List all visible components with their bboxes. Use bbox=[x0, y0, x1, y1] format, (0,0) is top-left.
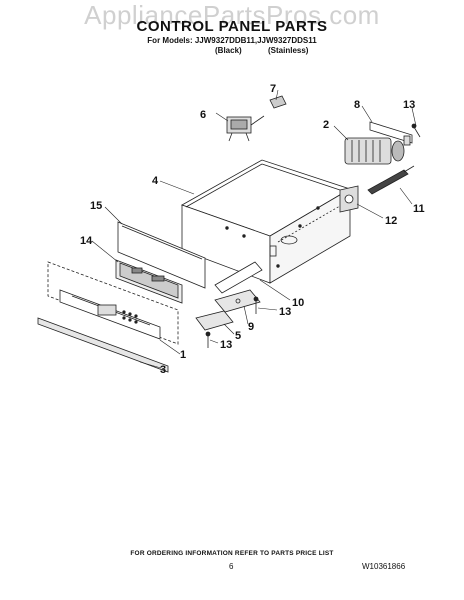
callout-11: 11 bbox=[413, 203, 425, 215]
callout-13-top: 13 bbox=[403, 99, 415, 111]
callout-8: 8 bbox=[354, 99, 360, 111]
callout-2: 2 bbox=[323, 119, 329, 131]
variant-black: (Black) bbox=[215, 46, 242, 55]
part-mounting-plate bbox=[339, 185, 359, 213]
part-thermostat bbox=[226, 115, 265, 142]
callout-3: 3 bbox=[160, 364, 166, 376]
ordering-note: FOR ORDERING INFORMATION REFER TO PARTS … bbox=[130, 550, 334, 557]
page-number: 6 bbox=[229, 562, 234, 571]
page-title: CONTROL PANEL PARTS bbox=[136, 18, 328, 35]
callout-6: 6 bbox=[200, 109, 206, 121]
callout-4: 4 bbox=[152, 175, 159, 187]
part-cooling-fan bbox=[344, 137, 405, 165]
part-trim-strip bbox=[37, 317, 169, 373]
watermark: AppliancePartsPros.com bbox=[84, 0, 380, 30]
callout-15: 15 bbox=[90, 200, 102, 212]
callout-1: 1 bbox=[180, 349, 186, 361]
leader-lines bbox=[91, 89, 417, 369]
callout-9: 9 bbox=[248, 321, 254, 333]
part-support-bracket bbox=[214, 261, 263, 294]
part-mounting-bracket bbox=[369, 121, 413, 146]
part-control-board bbox=[115, 259, 183, 304]
callout-7: 7 bbox=[270, 83, 276, 95]
model-numbers: For Models: JJW9327DDB11,JJW9327DDS11 bbox=[147, 36, 317, 45]
part-retainer-bracket bbox=[214, 289, 261, 313]
part-housing-box bbox=[181, 159, 351, 284]
variant-stainless: (Stainless) bbox=[268, 46, 309, 55]
callout-5: 5 bbox=[235, 330, 241, 342]
callout-12: 12 bbox=[385, 215, 397, 227]
callout-13-mid: 13 bbox=[279, 306, 291, 318]
callout-14: 14 bbox=[80, 235, 93, 247]
part-clip bbox=[269, 95, 287, 109]
callout-10: 10 bbox=[292, 297, 304, 309]
callout-13-low: 13 bbox=[220, 339, 232, 351]
part-shield-plate bbox=[117, 221, 206, 289]
part-small-plate bbox=[195, 310, 234, 331]
part-control-panel bbox=[47, 261, 179, 345]
document-number: W10361866 bbox=[362, 562, 406, 571]
part-fan-shaft bbox=[367, 165, 415, 195]
